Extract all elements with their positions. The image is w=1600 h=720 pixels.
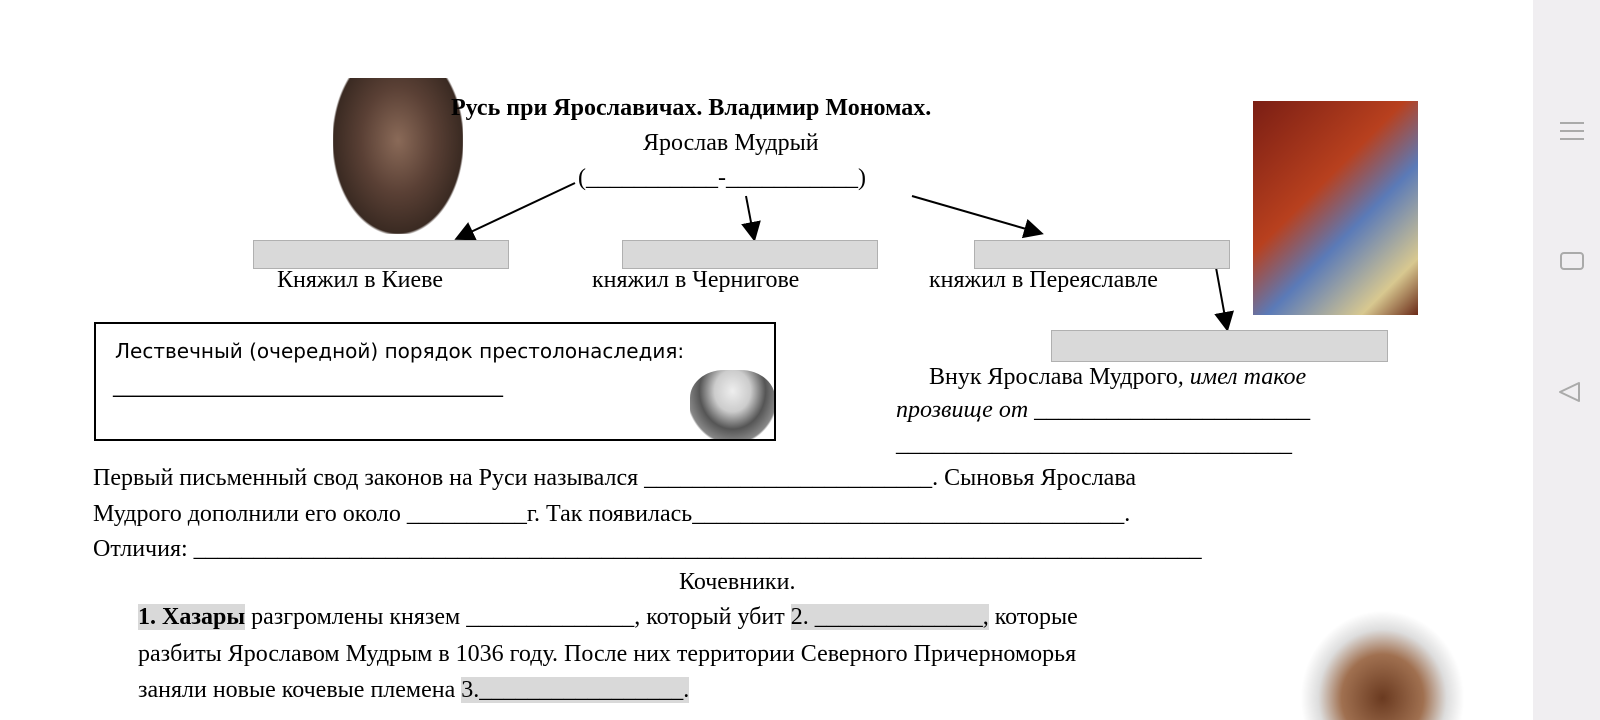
son-kiev-label: Княжил в Киеве — [277, 267, 443, 293]
arrow-pereyaslavl — [911, 195, 1044, 239]
yaroslav-name: Ярослав Мудрый — [643, 130, 819, 156]
son-pereyaslavl-answer-field[interactable] — [974, 240, 1230, 269]
son-chernigov-answer-field[interactable] — [622, 240, 878, 269]
khazars-label: 1. Хазары — [138, 604, 246, 630]
son-pereyaslavl-label: княжил в Переяславле — [929, 267, 1158, 293]
back-icon[interactable] — [1557, 380, 1583, 404]
law-line1: Первый письменный свод законов на Руси н… — [93, 465, 1136, 491]
law-line3: Отличия: _______________________________… — [93, 536, 1202, 562]
nomads-text1: разгромлены князем ______________, котор… — [245, 604, 791, 630]
navigation-bar — [1533, 0, 1600, 720]
nomads-line2: разбиты Ярославом Мудрым в 1036 году. По… — [138, 641, 1077, 667]
son-kiev-answer-field[interactable] — [253, 240, 509, 269]
arrows — [454, 182, 1234, 332]
law-line2: Мудрого дополнили его около __________г.… — [93, 501, 1131, 527]
nomads-line3: заняли новые кочевые племена 3._________… — [138, 677, 690, 703]
nickname-label: прозвище от — [896, 397, 1029, 423]
grandson-line2: прозвище от _______________________ — [896, 398, 1310, 422]
monomakh-portrait-image — [1253, 101, 1418, 315]
menu-icon[interactable] — [1560, 122, 1584, 140]
nomad-rider-image — [1300, 610, 1465, 720]
nomads-heading: Кочевники. — [679, 569, 796, 595]
arrow-kiev — [454, 182, 576, 241]
grandson-answer-field[interactable] — [1051, 330, 1388, 362]
grandson-italic: , имел такое — [1177, 364, 1307, 390]
grandson-line1: Внук Ярослава Мудрого, имел такое — [929, 365, 1306, 389]
grandson-text: Внук Ярослава Мудрого — [929, 364, 1178, 390]
succession-box — [94, 322, 776, 441]
yaroslav-bust-image — [333, 78, 463, 234]
home-icon[interactable] — [1560, 252, 1584, 270]
arrow-chernigov — [741, 195, 761, 242]
answer-3-blank[interactable]: 3._________________. — [461, 677, 690, 703]
page-title: Русь при Ярославичах. Владимир Мономах. — [451, 95, 932, 121]
grandson-line3[interactable]: _________________________________ — [896, 431, 1292, 457]
nomads-text2: которые — [988, 604, 1078, 630]
arrow-grandson — [1214, 261, 1234, 332]
nomads-text3: заняли новые кочевые племена — [138, 677, 462, 703]
succession-blank[interactable]: _______________________________________ — [113, 373, 503, 397]
yaroslav-dates-blank: (___________-___________) — [578, 165, 866, 191]
succession-heading: Лествечный (очередной) порядок престолон… — [115, 339, 685, 363]
son-chernigov-label: княжил в Чернигове — [592, 267, 800, 293]
answer-2-blank[interactable]: 2. ______________, — [790, 604, 989, 630]
nomads-line1: 1. Хазары разгромлены князем ___________… — [138, 604, 1078, 630]
nickname-blank[interactable]: _______________________ — [1028, 397, 1311, 423]
crown-image — [690, 370, 775, 440]
